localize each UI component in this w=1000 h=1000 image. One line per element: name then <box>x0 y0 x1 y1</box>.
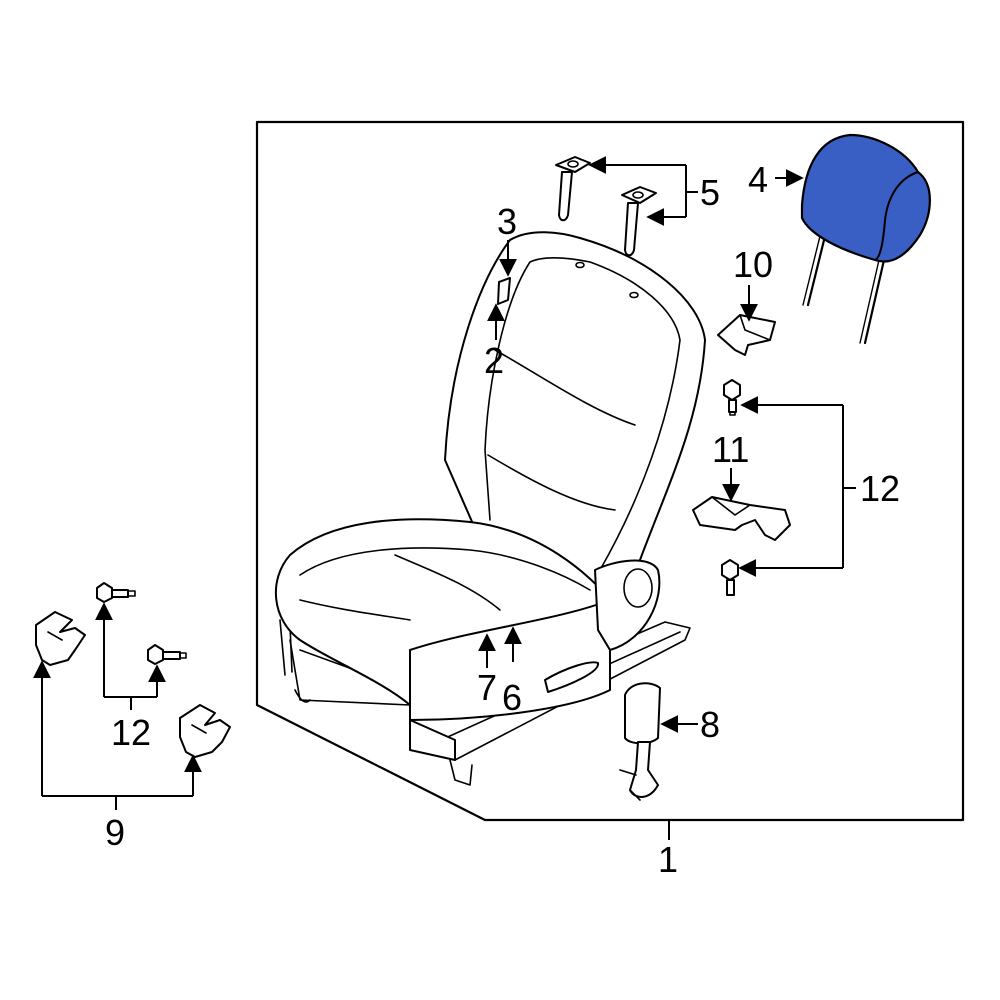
seat-back-clip[interactable] <box>497 277 511 305</box>
headrest-stay-left <box>806 226 829 307</box>
callout-4[interactable]: 4 <box>748 159 768 200</box>
seat-cushion-front <box>409 599 611 721</box>
seat-lever <box>544 661 599 693</box>
callout-5[interactable]: 5 <box>700 172 720 213</box>
callout-11[interactable]: 11 <box>712 429 749 470</box>
seat-assembly[interactable] <box>274 231 706 786</box>
callout-12-right[interactable]: 12 <box>860 468 900 509</box>
headrest-guide-right[interactable] <box>621 186 657 257</box>
bracket-9-right[interactable] <box>179 704 231 758</box>
callout-labels: 1 2 3 4 5 6 7 8 9 10 11 12 12 <box>105 159 900 880</box>
bracket-9-left[interactable] <box>35 611 86 666</box>
headrest[interactable] <box>800 133 931 345</box>
bolt-upper-left[interactable] <box>96 582 136 603</box>
headrest-pad <box>800 133 931 263</box>
callout-7[interactable]: 7 <box>477 667 497 708</box>
callout-6[interactable]: 6 <box>502 677 522 718</box>
callout-2[interactable]: 2 <box>484 340 504 381</box>
callout-12-left[interactable]: 12 <box>111 712 151 753</box>
callout-8[interactable]: 8 <box>700 704 720 745</box>
callout-9[interactable]: 9 <box>105 812 125 853</box>
bolt-lower-right[interactable] <box>721 559 739 596</box>
assembly-boundary <box>255 120 965 822</box>
headrest-stay-right <box>863 258 886 345</box>
seat-back <box>444 231 706 591</box>
bolt-upper-right[interactable] <box>723 379 741 416</box>
callout-leaders <box>33 156 856 840</box>
callout-1[interactable]: 1 <box>658 839 678 880</box>
seat-back-panel <box>484 257 681 571</box>
bolt-lower-left[interactable] <box>147 644 187 665</box>
seat-belt-buckle[interactable] <box>619 682 661 801</box>
callout-3[interactable]: 3 <box>497 201 517 242</box>
trim-clip-10[interactable] <box>717 314 776 356</box>
recliner-cover <box>594 559 661 651</box>
headrest-guide-left[interactable] <box>555 156 591 222</box>
cover-11[interactable] <box>692 496 791 541</box>
callout-10[interactable]: 10 <box>733 244 773 285</box>
